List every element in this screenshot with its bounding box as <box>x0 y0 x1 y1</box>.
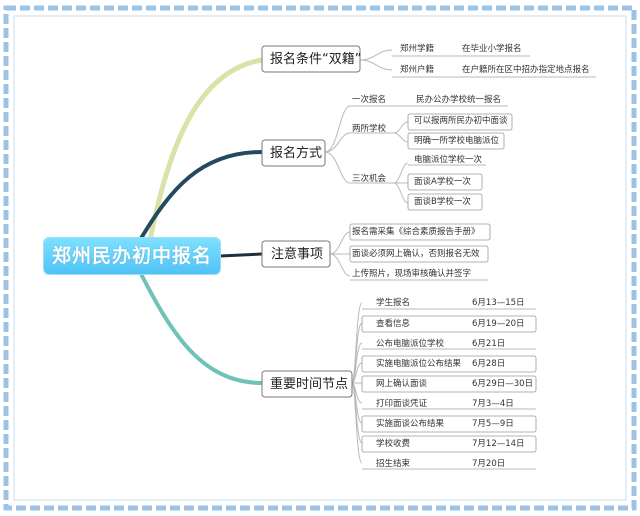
group-label: 两所学校 <box>352 124 387 134</box>
branch-label-conditions[interactable]: 报名条件“双籍” <box>270 52 362 67</box>
branch-label-notes[interactable]: 注意事项 <box>271 247 324 262</box>
event-label: 公布电脑派位学校 <box>376 339 445 349</box>
event-date: 6月19—20日 <box>472 319 525 329</box>
leaf-item: 面谈必须网上确认，否则报名无效 <box>352 249 480 259</box>
leaf-item: 面谈A学校一次 <box>414 177 471 187</box>
event-date: 7月5—9日 <box>472 419 514 429</box>
leaf-item: 报名需采集《综合素质报告手册》 <box>352 227 480 237</box>
group-label: 一次报名 <box>352 95 387 105</box>
event-label: 查看信息 <box>376 319 411 329</box>
leaf-item: 民办公办学校统一报名 <box>416 95 502 105</box>
event-label: 网上确认面谈 <box>376 379 428 389</box>
leaf-label: 郑州户籍 <box>400 65 435 75</box>
branch-3-box <box>261 240 331 268</box>
leaf-detail: 在毕业小学报名 <box>462 44 522 54</box>
event-label: 实施面谈公布结果 <box>376 419 445 429</box>
leaf-item: 面谈B学校一次 <box>414 197 471 207</box>
event-date: 6月13—15日 <box>472 298 525 308</box>
branch-1-curve <box>147 57 265 243</box>
leaf-label: 郑州学籍 <box>400 44 435 54</box>
event-date: 7月12—14日 <box>472 439 525 449</box>
group-label: 三次机会 <box>352 174 387 184</box>
event-label: 招生结束 <box>376 459 411 469</box>
event-date: 6月28日 <box>472 359 506 369</box>
branch-2-box <box>261 139 326 167</box>
event-label: 打印面谈凭证 <box>376 399 428 409</box>
leaf-item: 明确一所学校电脑派位 <box>414 136 500 146</box>
branch-3-curve <box>218 252 264 258</box>
leaf-item: 电脑派位学校一次 <box>414 155 483 165</box>
leaf-detail: 在户籍所在区中招办指定地点报名 <box>462 65 590 75</box>
event-date: 7月3—4日 <box>472 399 514 409</box>
branch-label-timeline[interactable]: 重要时间节点 <box>270 377 349 392</box>
event-label: 学校收费 <box>376 439 411 449</box>
event-label: 实施电脑派位公布结果 <box>376 359 462 369</box>
branch-4-curve <box>138 270 264 385</box>
event-label: 学生报名 <box>376 298 411 308</box>
branch-1-box <box>261 45 361 73</box>
leaf-item: 可以报两所民办初中面谈 <box>414 116 508 126</box>
root-node[interactable]: 郑州民办初中报名 <box>44 238 220 274</box>
event-date: 6月29日—30日 <box>472 379 534 389</box>
event-date: 7月20日 <box>472 459 506 469</box>
event-date: 6月21日 <box>472 339 506 349</box>
branch-4-box <box>261 370 353 398</box>
branch-2-curve <box>138 150 264 242</box>
leaf-item: 上传照片，现场审核确认并签字 <box>352 269 472 279</box>
branch-label-method[interactable]: 报名方式 <box>270 146 323 161</box>
